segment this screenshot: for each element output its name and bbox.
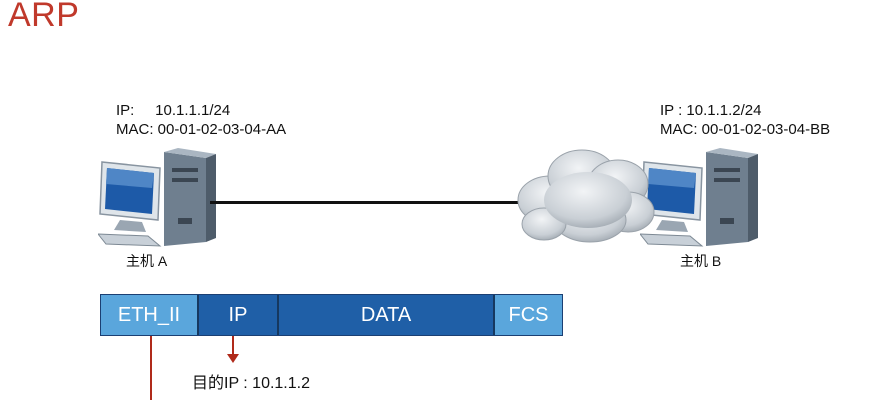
cloud-icon bbox=[517, 149, 655, 243]
frame-segment-fcs: FCS bbox=[495, 295, 562, 335]
frame-segment-data: DATA bbox=[279, 295, 495, 335]
host-a-computer-icon bbox=[98, 148, 216, 247]
host-a-mac: MAC: 00-01-02-03-04-AA bbox=[116, 121, 287, 138]
host-b-mac: MAC: 00-01-02-03-04-BB bbox=[660, 121, 831, 138]
destination-ip-label: 目的IP : 10.1.1.2 bbox=[192, 375, 310, 392]
host-b-name: 主机 B bbox=[680, 253, 722, 269]
host-b-ip: IP : 10.1.1.2/24 bbox=[660, 102, 762, 119]
frame-segment-ip: IP bbox=[199, 295, 279, 335]
eth-pointer-line bbox=[150, 336, 152, 400]
host-b-computer-icon bbox=[640, 148, 758, 247]
network-link bbox=[210, 201, 530, 204]
ethernet-frame: ETH_II IP DATA FCS bbox=[100, 294, 563, 336]
frame-segment-eth: ETH_II bbox=[101, 295, 199, 335]
page-title: ARP bbox=[8, 0, 80, 34]
host-a-name: 主机 A bbox=[126, 253, 168, 269]
destination-arrow-line bbox=[232, 336, 234, 356]
host-a-ip: IP: 10.1.1.1/24 bbox=[116, 102, 231, 119]
destination-arrow-head-icon bbox=[227, 354, 239, 363]
